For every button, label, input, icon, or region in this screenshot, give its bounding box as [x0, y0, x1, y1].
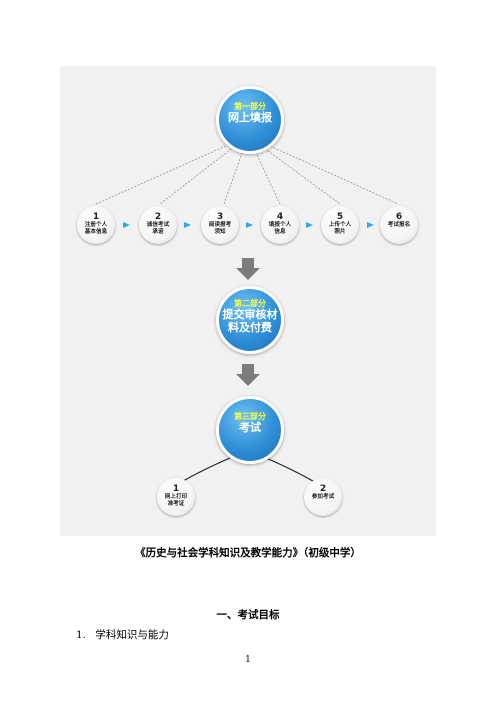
step-number: 1 [92, 212, 100, 222]
step-label: 诚信考试 承诺 [146, 222, 170, 235]
subject-title: 《历史与社会学科知识及教学能力》（初级中学） [135, 547, 361, 559]
step-6-circle: 6 考试报名 [380, 206, 418, 244]
step-label: 参加考试 [311, 494, 335, 500]
connector-line [95, 135, 249, 205]
step-label: 阅读报考 须知 [208, 222, 232, 235]
item-text: 学科知识与能力 [95, 629, 169, 641]
step-3-circle: 3 阅读报考 须知 [201, 206, 239, 244]
step-arrow [123, 222, 130, 228]
step-4-circle: 4 填报个人 信息 [261, 206, 299, 244]
step-5-circle: 5 上传个人 照片 [321, 206, 359, 244]
exam-connector [265, 457, 319, 485]
step-arrow [306, 222, 313, 228]
part2-title: 提交审核材 料及付费 [222, 308, 278, 334]
step-label: 上传个人 照片 [328, 222, 352, 235]
part1-title: 网上填报 [228, 111, 272, 124]
list-item: 1. 学科知识与能力 [76, 627, 169, 642]
step-arrow [184, 222, 191, 228]
part1-tag: 第一部分 [234, 101, 266, 111]
exam-step-2-circle: 2 参加考试 [304, 478, 342, 516]
part2-circle: 第二部分 提交审核材 料及付费 [216, 286, 284, 354]
step-arrow [246, 222, 253, 228]
step-number: 5 [336, 212, 344, 222]
step-number: 3 [216, 212, 224, 222]
step-label: 考试报名 [387, 222, 411, 228]
step-number: 2 [319, 484, 327, 494]
step-label: 网上打印 准考证 [164, 494, 188, 507]
exam-step-1-circle: 1 网上打印 准考证 [157, 478, 195, 516]
step-number: 1 [172, 484, 180, 494]
part3-tag: 第三部分 [234, 411, 266, 421]
step-arrow [367, 222, 374, 228]
step-label: 注册个人 基本信息 [84, 222, 108, 235]
step-label: 填报个人 信息 [268, 222, 292, 235]
registration-flowchart: 第一部分 网上填报 1 注册个人 基本信息 2 诚信考试 承诺 3 阅读报考 须… [60, 66, 436, 536]
part3-title: 考试 [239, 421, 261, 434]
connector-line [247, 135, 399, 205]
section-heading: 一、考试目标 [216, 609, 280, 621]
step-number: 2 [154, 212, 162, 222]
down-arrow-icon [236, 258, 260, 280]
step-number: 4 [276, 212, 284, 222]
part1-circle: 第一部分 网上填报 [216, 86, 284, 154]
page-number: 1 [245, 655, 251, 665]
down-arrow-icon [236, 364, 260, 386]
part2-tag: 第二部分 [234, 298, 266, 308]
step-1-circle: 1 注册个人 基本信息 [77, 206, 115, 244]
step-number: 6 [395, 212, 403, 222]
item-number: 1. [76, 629, 87, 641]
step-2-circle: 2 诚信考试 承诺 [139, 206, 177, 244]
part3-circle: 第三部分 考试 [216, 396, 284, 464]
